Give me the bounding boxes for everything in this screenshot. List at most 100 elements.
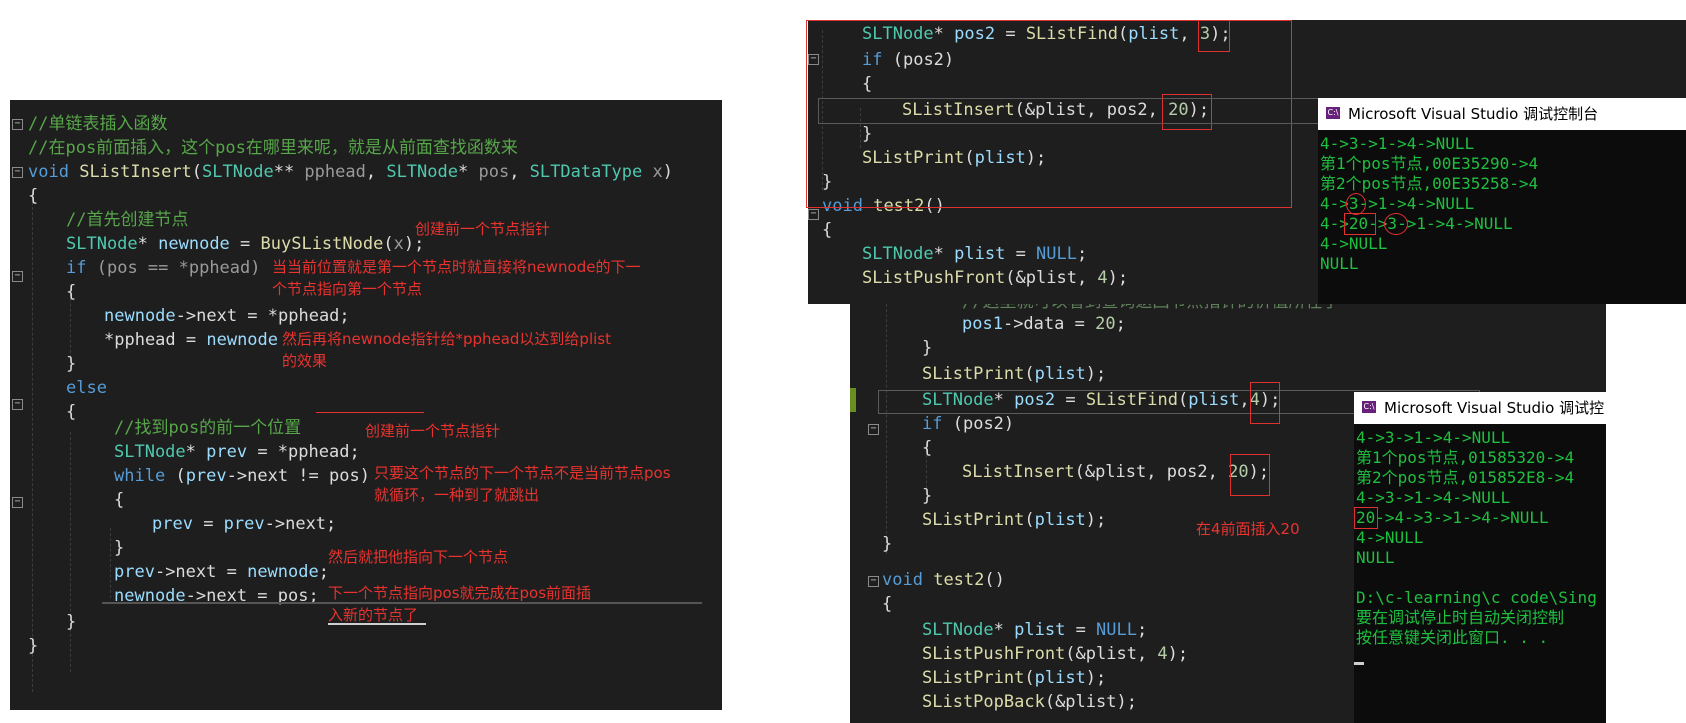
type-name: SLTNode (114, 442, 186, 462)
code-text: (pos2) (952, 414, 1015, 434)
indent-guide (822, 30, 823, 190)
fold-toggle-icon[interactable]: − (12, 271, 23, 282)
debug-console-bottom[interactable]: C:\ Microsoft Visual Studio 调试控 4->3->1-… (1354, 392, 1606, 723)
function-name: SListPushFront (862, 268, 1006, 288)
left-code-editor[interactable]: − − − − − //单链表插入函数 //在pos前面插入，这个pos在哪里来… (10, 100, 722, 710)
annotation-underline (316, 412, 424, 413)
code-line: SLTNode* plist = NULL; (922, 620, 1148, 640)
code-text: (&plist, (1065, 644, 1158, 664)
code-text: ->next = *pphead; (175, 306, 350, 326)
code-line: } (822, 172, 833, 192)
comment-text: //单链表插入函数 (28, 114, 168, 134)
console-title: Microsoft Visual Studio 调试控 (1384, 399, 1605, 417)
code-line: SListPrint(plist); (862, 148, 1047, 168)
console-output-line: 要在调试停止时自动关闭控制 (1356, 608, 1565, 627)
console-output-line: 第2个pos节点,015852E8->4 (1356, 468, 1575, 487)
highlight-box (806, 20, 1292, 208)
indent-guide (886, 304, 887, 554)
highlight-box (1198, 20, 1230, 52)
code-line: { (882, 594, 893, 614)
code-line: if (pos2) (922, 412, 1014, 436)
function-name: BuySListNode (260, 234, 384, 254)
code-text: (&plist, pos2, (1014, 100, 1169, 120)
left-editor-lower-extension (10, 380, 722, 710)
bottom-code-editor[interactable]: − − //这里就可以看到查询返回节点指针的价值所在了 pos1->data =… (850, 304, 1606, 723)
console-output-line: 按任意键关闭此窗口. . . (1356, 628, 1549, 647)
code-line: { (114, 490, 125, 510)
function-name: SListPushFront (922, 644, 1066, 664)
code-line: SListPushFront(&plist, 4); (922, 644, 1189, 664)
keyword: if (922, 414, 943, 434)
var-name: newnode (247, 562, 319, 582)
code-line: SListInsert(&plist, pos2, 20); (902, 100, 1210, 120)
console-output-line: D:\c-learning\c code\Sing (1356, 588, 1597, 607)
fold-toggle-icon[interactable]: − (808, 54, 819, 65)
param-name: pos (478, 162, 510, 182)
code-text: = *pphead; (247, 442, 360, 462)
annotation-underline (102, 602, 702, 604)
code-line: SLTNode* plist = NULL; (862, 244, 1088, 264)
indent-guide (70, 432, 71, 672)
var-name: plist (1034, 364, 1086, 384)
comment-text: //找到pos的前一个位置 (114, 418, 302, 438)
var-name: plist (1128, 24, 1180, 44)
var-name: newnode (104, 306, 176, 326)
annotation-note: 创建前一个节点指针 (415, 220, 551, 238)
code-line: { (66, 282, 77, 302)
type-name: SLTNode (862, 244, 934, 264)
code-line: void test2() (882, 570, 1005, 590)
code-text: = (192, 514, 224, 534)
current-line-box (818, 98, 1320, 124)
console-output-line: 4->3->1->4->NULL (1356, 488, 1511, 507)
keyword: if (862, 50, 883, 70)
code-line: newnode->next = pos; (114, 584, 319, 608)
code-line: { (822, 220, 833, 240)
console-output-line: 4->3->1->4->NULL (1356, 428, 1511, 447)
code-line: //在pos前面插入，这个pos在哪里来呢，就是从前面查找函数来 (28, 136, 518, 160)
fold-toggle-icon[interactable]: − (12, 399, 23, 410)
var-name: prev (206, 442, 248, 462)
indent-guide (110, 528, 111, 598)
code-line: { (66, 402, 77, 422)
code-line: SListPrint(plist); (922, 364, 1107, 384)
code-line: if (pos2) (862, 48, 954, 72)
fold-toggle-icon[interactable]: − (12, 119, 23, 130)
debug-console-top[interactable]: C:\ Microsoft Visual Studio 调试控制台 4->3->… (1318, 98, 1686, 304)
code-text: (pos2) (892, 50, 955, 70)
annotation-note: 只要这个节点的下一个节点不是当前节点pos 就循环，一种到了就跳出 (374, 464, 671, 504)
output-highlight-box (1344, 213, 1376, 235)
type-name: SLTNode (922, 620, 994, 640)
var-name: pos1 (962, 314, 1003, 334)
code-line: prev = prev->next; (152, 512, 336, 536)
code-line: while (prev->next != pos) (114, 466, 370, 486)
code-line: { (28, 186, 39, 206)
var-name: plist (1188, 390, 1240, 410)
var-name: newnode (206, 330, 279, 350)
type-name: SLTNode (66, 234, 138, 254)
var-name: pos2 (954, 24, 996, 44)
function-name: SListPrint (922, 364, 1025, 384)
var-name: pos2 (1014, 390, 1056, 410)
code-line: prev->next = newnode; (114, 562, 329, 582)
console-title: Microsoft Visual Studio 调试控制台 (1348, 105, 1599, 123)
indent-guide (70, 288, 71, 358)
function-name: test2 (933, 570, 985, 590)
console-titlebar: C:\ Microsoft Visual Studio 调试控制台 (1318, 98, 1686, 130)
fold-toggle-icon[interactable]: − (12, 497, 23, 508)
fold-toggle-icon[interactable]: − (868, 576, 879, 587)
fold-toggle-icon[interactable]: − (868, 424, 879, 435)
fold-toggle-icon[interactable]: − (12, 167, 23, 178)
code-line: SLTNode* pos2 = SListFind(plist,4); (922, 390, 1281, 410)
code-text: (&plist, pos2, (1074, 462, 1229, 482)
number-literal: 4 (1097, 268, 1108, 288)
code-line: } (922, 486, 933, 506)
code-line: } (66, 354, 77, 374)
code-line: *pphead = newnode (104, 328, 278, 352)
code-text: ->data = (1002, 314, 1096, 334)
code-line: //这里就可以看到查询返回节点指针的价值所在了 (962, 304, 1339, 314)
fold-toggle-icon[interactable]: − (808, 209, 819, 220)
number-literal: 20 (1228, 462, 1249, 482)
console-output-line: 4->NULL (1320, 234, 1388, 253)
highlight-box (1250, 382, 1280, 424)
console-output-line: 第1个pos节点,00E35290->4 (1320, 154, 1539, 173)
